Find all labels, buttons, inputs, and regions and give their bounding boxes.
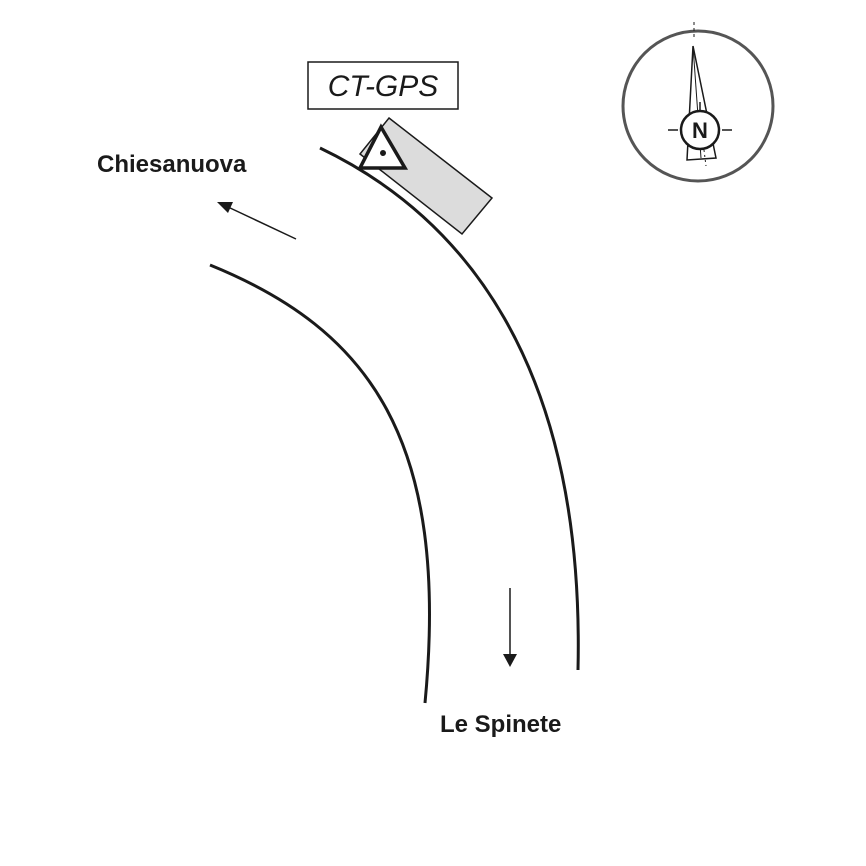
place-label-chiesanuova: Chiesanuova (97, 151, 247, 178)
station-label: CT-GPS (328, 70, 439, 103)
direction-arrow-chiesanuova (217, 202, 297, 240)
station-label-box: CT-GPS (307, 61, 459, 110)
road-edge-outer (319, 146, 580, 671)
place-label-le-spinete: Le Spinete (440, 711, 561, 738)
road-edge-inner (209, 263, 432, 704)
compass-rose-icon: N (621, 22, 775, 183)
direction-arrow-le-spinete (503, 588, 517, 667)
compass-north-letter: N (692, 118, 708, 143)
triangle-station-icon (357, 123, 409, 170)
